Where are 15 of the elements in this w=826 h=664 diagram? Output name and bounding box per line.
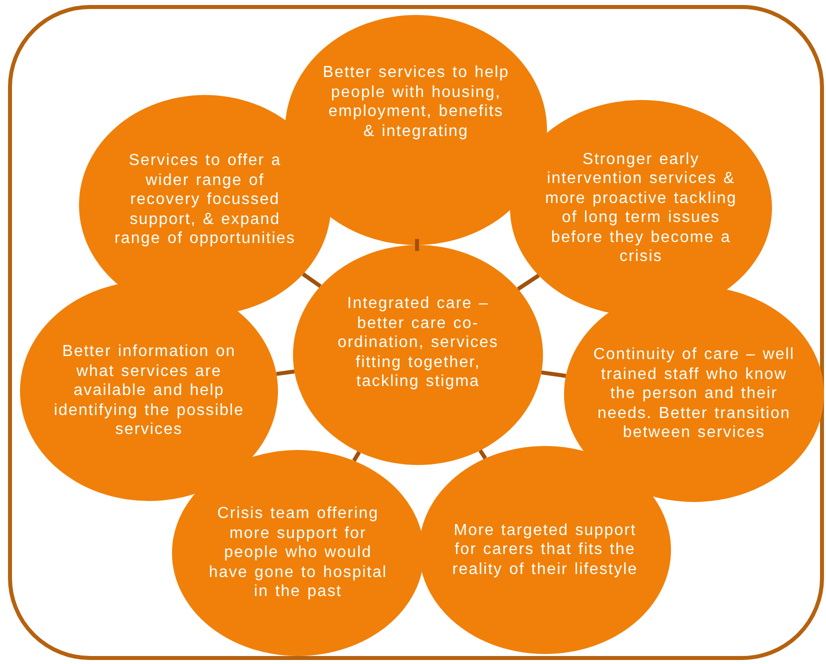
connector-line xyxy=(414,238,420,252)
node-text: Stronger early intervention services & more proactive tackling of long term issues before they become a crisis xyxy=(544,150,738,266)
node-text: Crisis team offering more support for people who would have gone to hospital in the past xyxy=(208,504,388,602)
connector-line xyxy=(516,274,540,291)
node-text: Better services to help people with housing, employment, benefits & integrating xyxy=(322,63,510,141)
node-text: Integrated care – better care co-ordination, services fitting together, tackling stigma xyxy=(336,294,500,392)
node-text: Continuity of care – well trained staff who know the person and their needs. Better transition between services xyxy=(592,345,796,443)
connector-line xyxy=(541,370,566,378)
node-text: Services to offer a wider range of recovery focussed support, & expand range of opportunities xyxy=(114,151,296,249)
connector-line xyxy=(302,272,322,288)
connector-line xyxy=(276,370,295,376)
connector-line xyxy=(352,451,361,462)
connector-line xyxy=(478,449,488,460)
node-text: More targeted support for carers that fits the reality of their lifestyle xyxy=(451,520,639,580)
node-text: Better information on what services are available and help identifying the possible services xyxy=(52,342,246,440)
